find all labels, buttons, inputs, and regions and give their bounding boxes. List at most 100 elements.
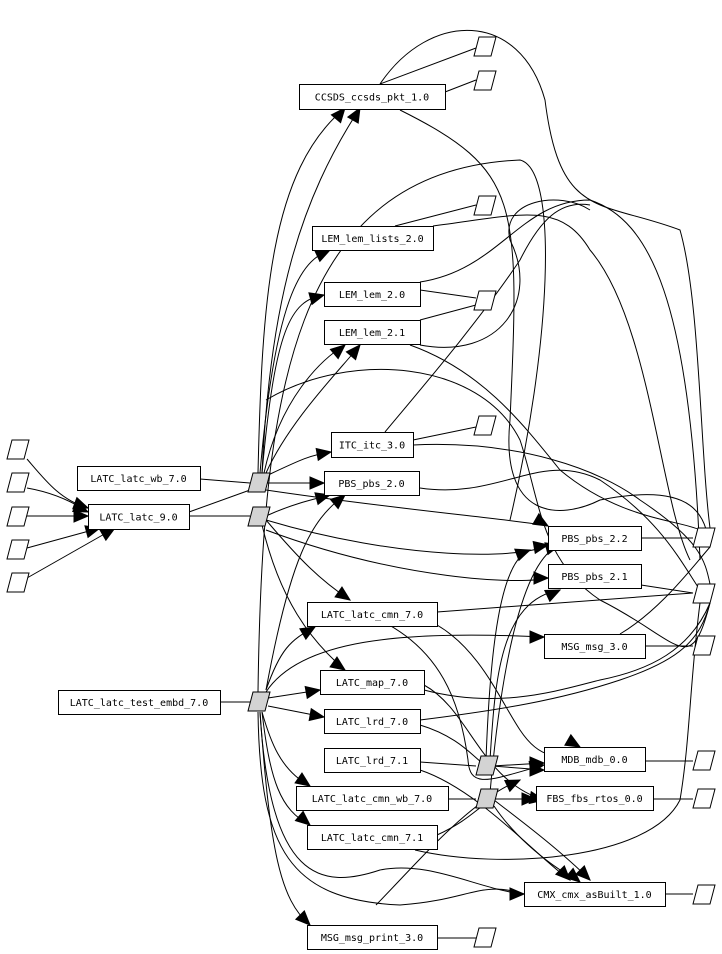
edge xyxy=(265,519,351,601)
arrowhead xyxy=(309,476,326,490)
leaf-node[interactable] xyxy=(692,788,716,809)
edge xyxy=(199,478,251,484)
node-box xyxy=(331,432,414,458)
edge xyxy=(379,47,477,85)
edge xyxy=(432,214,691,561)
node-box xyxy=(312,226,434,251)
node-box xyxy=(88,504,190,530)
edge xyxy=(261,107,361,474)
node-box xyxy=(299,84,446,110)
node-cmn70[interactable]: LATC_latc_cmn_7.0 xyxy=(307,602,438,627)
arrowhead xyxy=(574,864,591,881)
node-lem-lists[interactable]: LEM_lem_lists_2.0 xyxy=(312,226,434,251)
junction-node[interactable] xyxy=(247,691,271,712)
node-latc-wb[interactable]: LATC_latc_wb_7.0 xyxy=(77,466,201,491)
leaf-node[interactable] xyxy=(6,506,30,527)
node-pbs21[interactable]: PBS_pbs_2.1 xyxy=(548,564,642,589)
leaf-node[interactable] xyxy=(6,539,30,560)
node-box xyxy=(307,825,438,850)
edge xyxy=(259,711,311,926)
node-label: MSG_msg_3.0 xyxy=(561,642,627,653)
arrowhead xyxy=(533,571,550,585)
edge xyxy=(419,761,477,767)
node-box xyxy=(548,526,642,551)
edge xyxy=(384,203,591,433)
node-box xyxy=(77,466,201,491)
node-label: LATC_map_7.0 xyxy=(336,678,408,689)
arrowhead xyxy=(314,249,332,263)
node-label: LATC_latc_cmn_wb_7.0 xyxy=(312,794,432,805)
node-box xyxy=(324,709,421,734)
edge xyxy=(261,524,346,671)
arrowhead xyxy=(294,810,311,826)
edge xyxy=(257,159,546,693)
arrowhead xyxy=(564,867,581,883)
leaf-node[interactable] xyxy=(6,439,30,460)
node-box xyxy=(307,602,438,627)
leaf-node[interactable] xyxy=(692,527,716,548)
node-map[interactable]: LATC_map_7.0 xyxy=(320,670,425,695)
node-lrd71[interactable]: LATC_lrd_7.1 xyxy=(324,748,421,773)
node-lem20[interactable]: LEM_lem_2.0 xyxy=(324,282,421,307)
node-label: FBS_fbs_rtos_0.0 xyxy=(546,794,642,805)
node-ccsds[interactable]: CCSDS_ccsds_pkt_1.0 xyxy=(299,84,446,110)
leaf-node[interactable] xyxy=(6,472,30,493)
node-itc[interactable]: ITC_itc_3.0 xyxy=(331,432,414,458)
arrowhead xyxy=(346,106,361,124)
arrowhead xyxy=(294,772,312,787)
edge xyxy=(265,634,545,693)
edge xyxy=(265,519,549,555)
leaf-node[interactable] xyxy=(6,572,30,593)
edge xyxy=(619,546,711,635)
junction-node[interactable] xyxy=(475,788,499,809)
node-pbs20[interactable]: PBS_pbs_2.0 xyxy=(324,471,420,496)
node-cmn71[interactable]: LATC_latc_cmn_7.1 xyxy=(307,825,438,850)
node-label: LATC_lrd_7.1 xyxy=(336,756,408,767)
node-msg-print[interactable]: MSG_msg_print_3.0 xyxy=(307,925,438,950)
leaf-node[interactable] xyxy=(473,195,497,216)
node-lem21[interactable]: LEM_lem_2.1 xyxy=(324,320,421,345)
edge xyxy=(419,199,591,348)
node-cmx[interactable]: CMX_cmx_asBuilt_1.0 xyxy=(524,882,666,907)
edge xyxy=(259,249,331,474)
leaf-node[interactable] xyxy=(692,635,716,656)
leaf-node[interactable] xyxy=(473,415,497,436)
node-pbs22[interactable]: PBS_pbs_2.2 xyxy=(548,526,642,551)
node-msg30[interactable]: MSG_msg_3.0 xyxy=(544,634,646,659)
node-fbs[interactable]: FBS_fbs_rtos_0.0 xyxy=(536,786,654,811)
node-test-embd[interactable]: LATC_latc_test_embd_7.0 xyxy=(58,690,221,715)
arrowhead xyxy=(521,792,538,806)
junction-node[interactable] xyxy=(475,755,499,776)
node-label: MDB_mdb_0.0 xyxy=(561,755,627,766)
leaf-node[interactable] xyxy=(692,583,716,604)
junction-node[interactable] xyxy=(247,506,271,527)
edge xyxy=(409,344,701,531)
leaf-node[interactable] xyxy=(692,884,716,905)
node-lrd70[interactable]: LATC_lrd_7.0 xyxy=(324,709,421,734)
node-label: PBS_pbs_2.1 xyxy=(561,572,627,583)
edge xyxy=(419,469,701,591)
leaf-node[interactable] xyxy=(473,927,497,948)
arrowhead xyxy=(345,344,361,361)
leaf-node[interactable] xyxy=(473,36,497,57)
node-box xyxy=(548,564,642,589)
node-box xyxy=(58,690,221,715)
leaf-node[interactable] xyxy=(692,750,716,771)
edge xyxy=(188,489,251,513)
edge xyxy=(375,779,521,906)
edge xyxy=(399,109,711,548)
edge xyxy=(259,711,525,895)
node-label: LATC_latc_cmn_7.0 xyxy=(321,610,423,621)
node-label: ITC_itc_3.0 xyxy=(339,441,405,452)
arrowhead xyxy=(529,756,546,770)
edge xyxy=(257,107,346,474)
node-cmn-wb[interactable]: LATC_latc_cmn_wb_7.0 xyxy=(296,786,449,811)
leaf-node[interactable] xyxy=(473,290,497,311)
edge xyxy=(412,426,477,441)
edge xyxy=(493,805,581,883)
node-mdb[interactable]: MDB_mdb_0.0 xyxy=(544,747,646,772)
junction-node[interactable] xyxy=(247,472,271,493)
leaf-node[interactable] xyxy=(473,70,497,91)
node-label: CMX_cmx_asBuilt_1.0 xyxy=(537,890,651,901)
node-latc9[interactable]: LATC_latc_9.0 xyxy=(88,504,190,530)
